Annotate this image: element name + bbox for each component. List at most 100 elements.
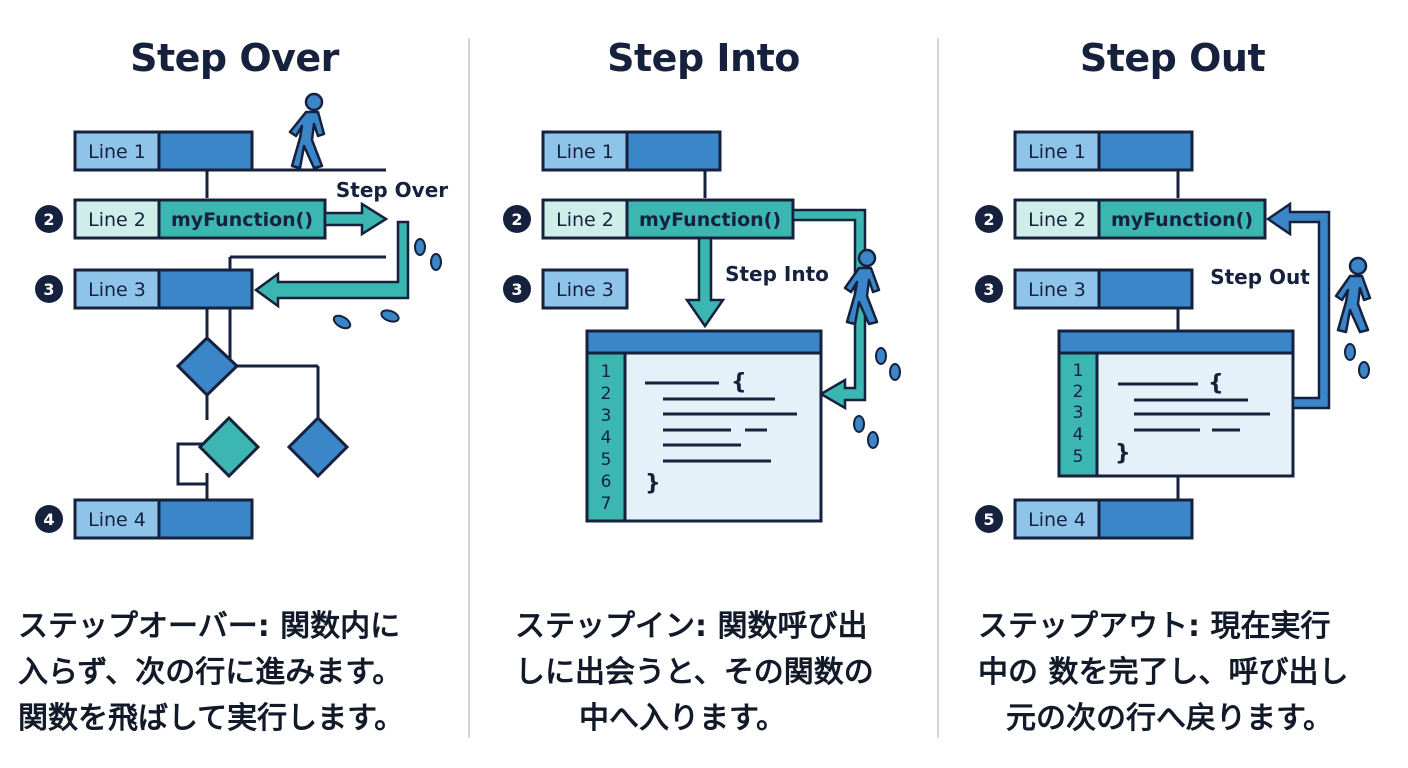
badge-2: 2 [503, 205, 531, 233]
code-line-2[interactable]: Line 2 myFunction() [73, 198, 327, 240]
description-line: ステップイン: 関数呼び出 [515, 609, 868, 644]
svg-text:7: 7 [601, 494, 612, 514]
close-brace: } [645, 471, 661, 496]
svg-text:3: 3 [43, 280, 54, 299]
badge-2: 2 [35, 205, 63, 233]
step-out-arrow [1265, 201, 1331, 410]
line-1-label: Line 1 [1028, 141, 1086, 163]
description-line: しに出会うと、その関数の [515, 655, 874, 690]
svg-text:3: 3 [1073, 403, 1084, 423]
code-line-1[interactable]: Line 1 [1013, 130, 1194, 172]
line-1-label: Line 1 [88, 141, 146, 163]
panel-title: Step Into [607, 36, 800, 80]
step-into-side-arrow [791, 208, 867, 411]
code-line-3[interactable]: Line 3 [1013, 268, 1194, 310]
function-call-label: myFunction() [171, 209, 313, 231]
walking-person-icon [288, 92, 326, 170]
code-line-1[interactable]: Line 1 [541, 130, 722, 172]
step-into-arrow [684, 236, 726, 329]
description-line: 関数を飛ばして実行します。 [18, 701, 405, 736]
footprints-icon [1344, 343, 1370, 379]
decision-diamond-top [175, 335, 240, 398]
code-line-2[interactable]: Line 2 myFunction() [541, 198, 795, 240]
description-line: 中へ入ります。 [579, 701, 786, 736]
svg-text:3: 3 [601, 406, 612, 426]
badge-3: 3 [35, 275, 63, 303]
svg-text:5: 5 [983, 510, 994, 529]
footprints-icon [332, 238, 442, 330]
code-line-3[interactable]: Line 3 [73, 268, 254, 310]
svg-text:4: 4 [1073, 425, 1084, 445]
line-2-label: Line 2 [1028, 209, 1086, 231]
svg-text:4: 4 [43, 510, 54, 529]
code-line-2[interactable]: Line 2 myFunction() [1013, 198, 1267, 240]
line-3-label: Line 3 [88, 279, 146, 301]
svg-text:3: 3 [511, 280, 522, 299]
badge-4: 4 [35, 505, 63, 533]
decision-diamond-teal [197, 415, 261, 479]
step-over-label: Step Over [336, 178, 448, 202]
step-out-diagram: Line 1 Line 2 myFunction() Line 3 Line 4… [975, 130, 1372, 540]
badge-5: 5 [975, 505, 1003, 533]
step-into-label: Step Into [725, 262, 829, 286]
line-4-label: Line 4 [1028, 509, 1086, 531]
description-line: ステップアウト: 現在実行 [978, 609, 1331, 644]
footprints-icon [853, 347, 901, 449]
description: ステップオーバー: 関数内に 入らず、次の行に進みます。 関数を飛ばして実行しま… [18, 604, 458, 742]
svg-text:2: 2 [1073, 382, 1084, 402]
walking-person-icon [1334, 256, 1372, 334]
svg-text:1: 1 [1073, 361, 1084, 381]
description-line: 入らず、次の行に進みます。 [18, 655, 403, 690]
code-lines [1118, 382, 1270, 432]
close-brace: } [1115, 441, 1131, 466]
function-code-window: 1 2 3 4 5 { } [1057, 329, 1295, 478]
panel-divider-1 [468, 38, 470, 738]
description-line: 中の 数を完了し、呼び出し [978, 655, 1349, 690]
code-lines [645, 381, 797, 463]
line-4-label: Line 4 [88, 509, 146, 531]
description-line: ステップオーバー: 関数内に [18, 609, 401, 644]
badge-2: 2 [975, 205, 1003, 233]
svg-text:2: 2 [983, 210, 994, 229]
line-2-label: Line 2 [556, 209, 614, 231]
panel-divider-2 [937, 38, 939, 738]
code-line-4[interactable]: Line 4 [73, 498, 254, 540]
line-3-label: Line 3 [1028, 279, 1086, 301]
step-over-diagram: Line 1 Line 2 myFunction() Line 3 Line 4 [35, 92, 448, 540]
svg-text:3: 3 [983, 280, 994, 299]
step-over-arrow [253, 201, 410, 309]
description-line: 元の次の行へ戻ります。 [1006, 701, 1333, 736]
open-brace: { [731, 370, 747, 395]
walking-person-icon [843, 248, 881, 326]
description: ステップアウト: 現在実行 中の 数を完了し、呼び出し 元の次の行へ戻ります。 [978, 604, 1408, 742]
step-into-diagram: Line 1 Line 2 myFunction() Line 3 Step I… [503, 130, 901, 523]
function-call-label: myFunction() [639, 209, 781, 231]
panel-title: Step Out [1079, 36, 1266, 80]
panel-step-into: Step Into Line 1 Line 2 myFunction() Lin… [469, 0, 938, 768]
code-line-4[interactable]: Line 4 [1013, 498, 1194, 540]
step-out-label: Step Out [1210, 265, 1310, 289]
svg-text:1: 1 [601, 362, 612, 382]
svg-text:2: 2 [601, 384, 612, 404]
function-call-label: myFunction() [1111, 209, 1253, 231]
description: ステップイン: 関数呼び出 しに出会うと、その関数の 中へ入ります。 [515, 604, 955, 742]
svg-text:4: 4 [601, 428, 612, 448]
code-line-1[interactable]: Line 1 [73, 130, 254, 172]
svg-text:6: 6 [601, 472, 612, 492]
line-3-label: Line 3 [556, 279, 614, 301]
function-code-window: 1 2 3 4 5 6 7 { } [585, 329, 823, 523]
panel-step-over: Step Over Line 1 Line 2 myFunction [0, 0, 469, 768]
panel-title: Step Over [130, 36, 339, 80]
gutter-line-numbers: 1 2 3 4 5 6 7 [601, 362, 612, 514]
line-1-label: Line 1 [556, 141, 614, 163]
open-brace: { [1208, 371, 1224, 396]
line-2-label: Line 2 [88, 209, 146, 231]
badge-3: 3 [975, 275, 1003, 303]
svg-text:2: 2 [511, 210, 522, 229]
gutter-line-numbers: 1 2 3 4 5 [1073, 361, 1084, 467]
svg-text:5: 5 [601, 450, 612, 470]
svg-text:2: 2 [43, 210, 54, 229]
badge-3: 3 [503, 275, 531, 303]
code-line-3[interactable]: Line 3 [541, 268, 629, 310]
decision-diamond-right [286, 415, 350, 479]
